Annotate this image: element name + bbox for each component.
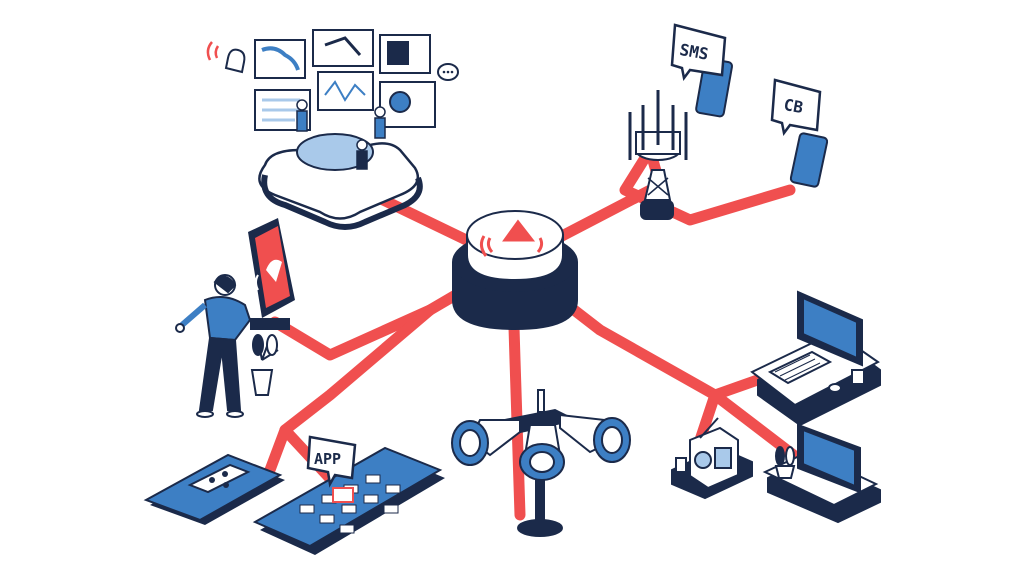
operator-people	[296, 99, 386, 170]
monitor-wall	[254, 29, 436, 131]
woman-using-kiosk	[175, 274, 252, 418]
app-label: APP	[314, 450, 341, 468]
radio	[671, 417, 753, 500]
chat-bubble-icon	[437, 63, 459, 81]
smartphone-app: APP	[252, 435, 445, 555]
small-plant	[774, 446, 796, 479]
conference-table	[296, 133, 374, 171]
speaker-horn-front	[519, 424, 565, 481]
sms-label: SMS	[678, 40, 710, 64]
mouse	[828, 383, 842, 393]
cell-tower	[628, 90, 688, 220]
alarm-bell-icon	[206, 41, 246, 74]
share-icon	[209, 471, 229, 488]
alert-logo-icon	[479, 219, 544, 257]
cell-broadcast-notification: CB	[770, 78, 829, 188]
app-icon	[332, 487, 354, 503]
siren-loudspeakers	[451, 389, 631, 537]
control-room	[206, 29, 459, 230]
cup	[675, 457, 687, 473]
line-to-cell-tower	[506, 144, 796, 268]
speaker-horn-left	[451, 419, 521, 466]
potted-plant	[250, 334, 279, 396]
speaker-horn-right	[559, 413, 631, 463]
tablet-device	[143, 453, 285, 525]
sms-notification: SMS	[670, 23, 734, 118]
line-to-radio-tv	[694, 389, 806, 466]
central-hub	[452, 210, 578, 330]
desktop-computer	[750, 290, 881, 427]
television	[762, 423, 881, 524]
cb-label: CB	[782, 95, 805, 117]
coffee-mug	[851, 369, 865, 385]
info-kiosk	[248, 218, 295, 330]
